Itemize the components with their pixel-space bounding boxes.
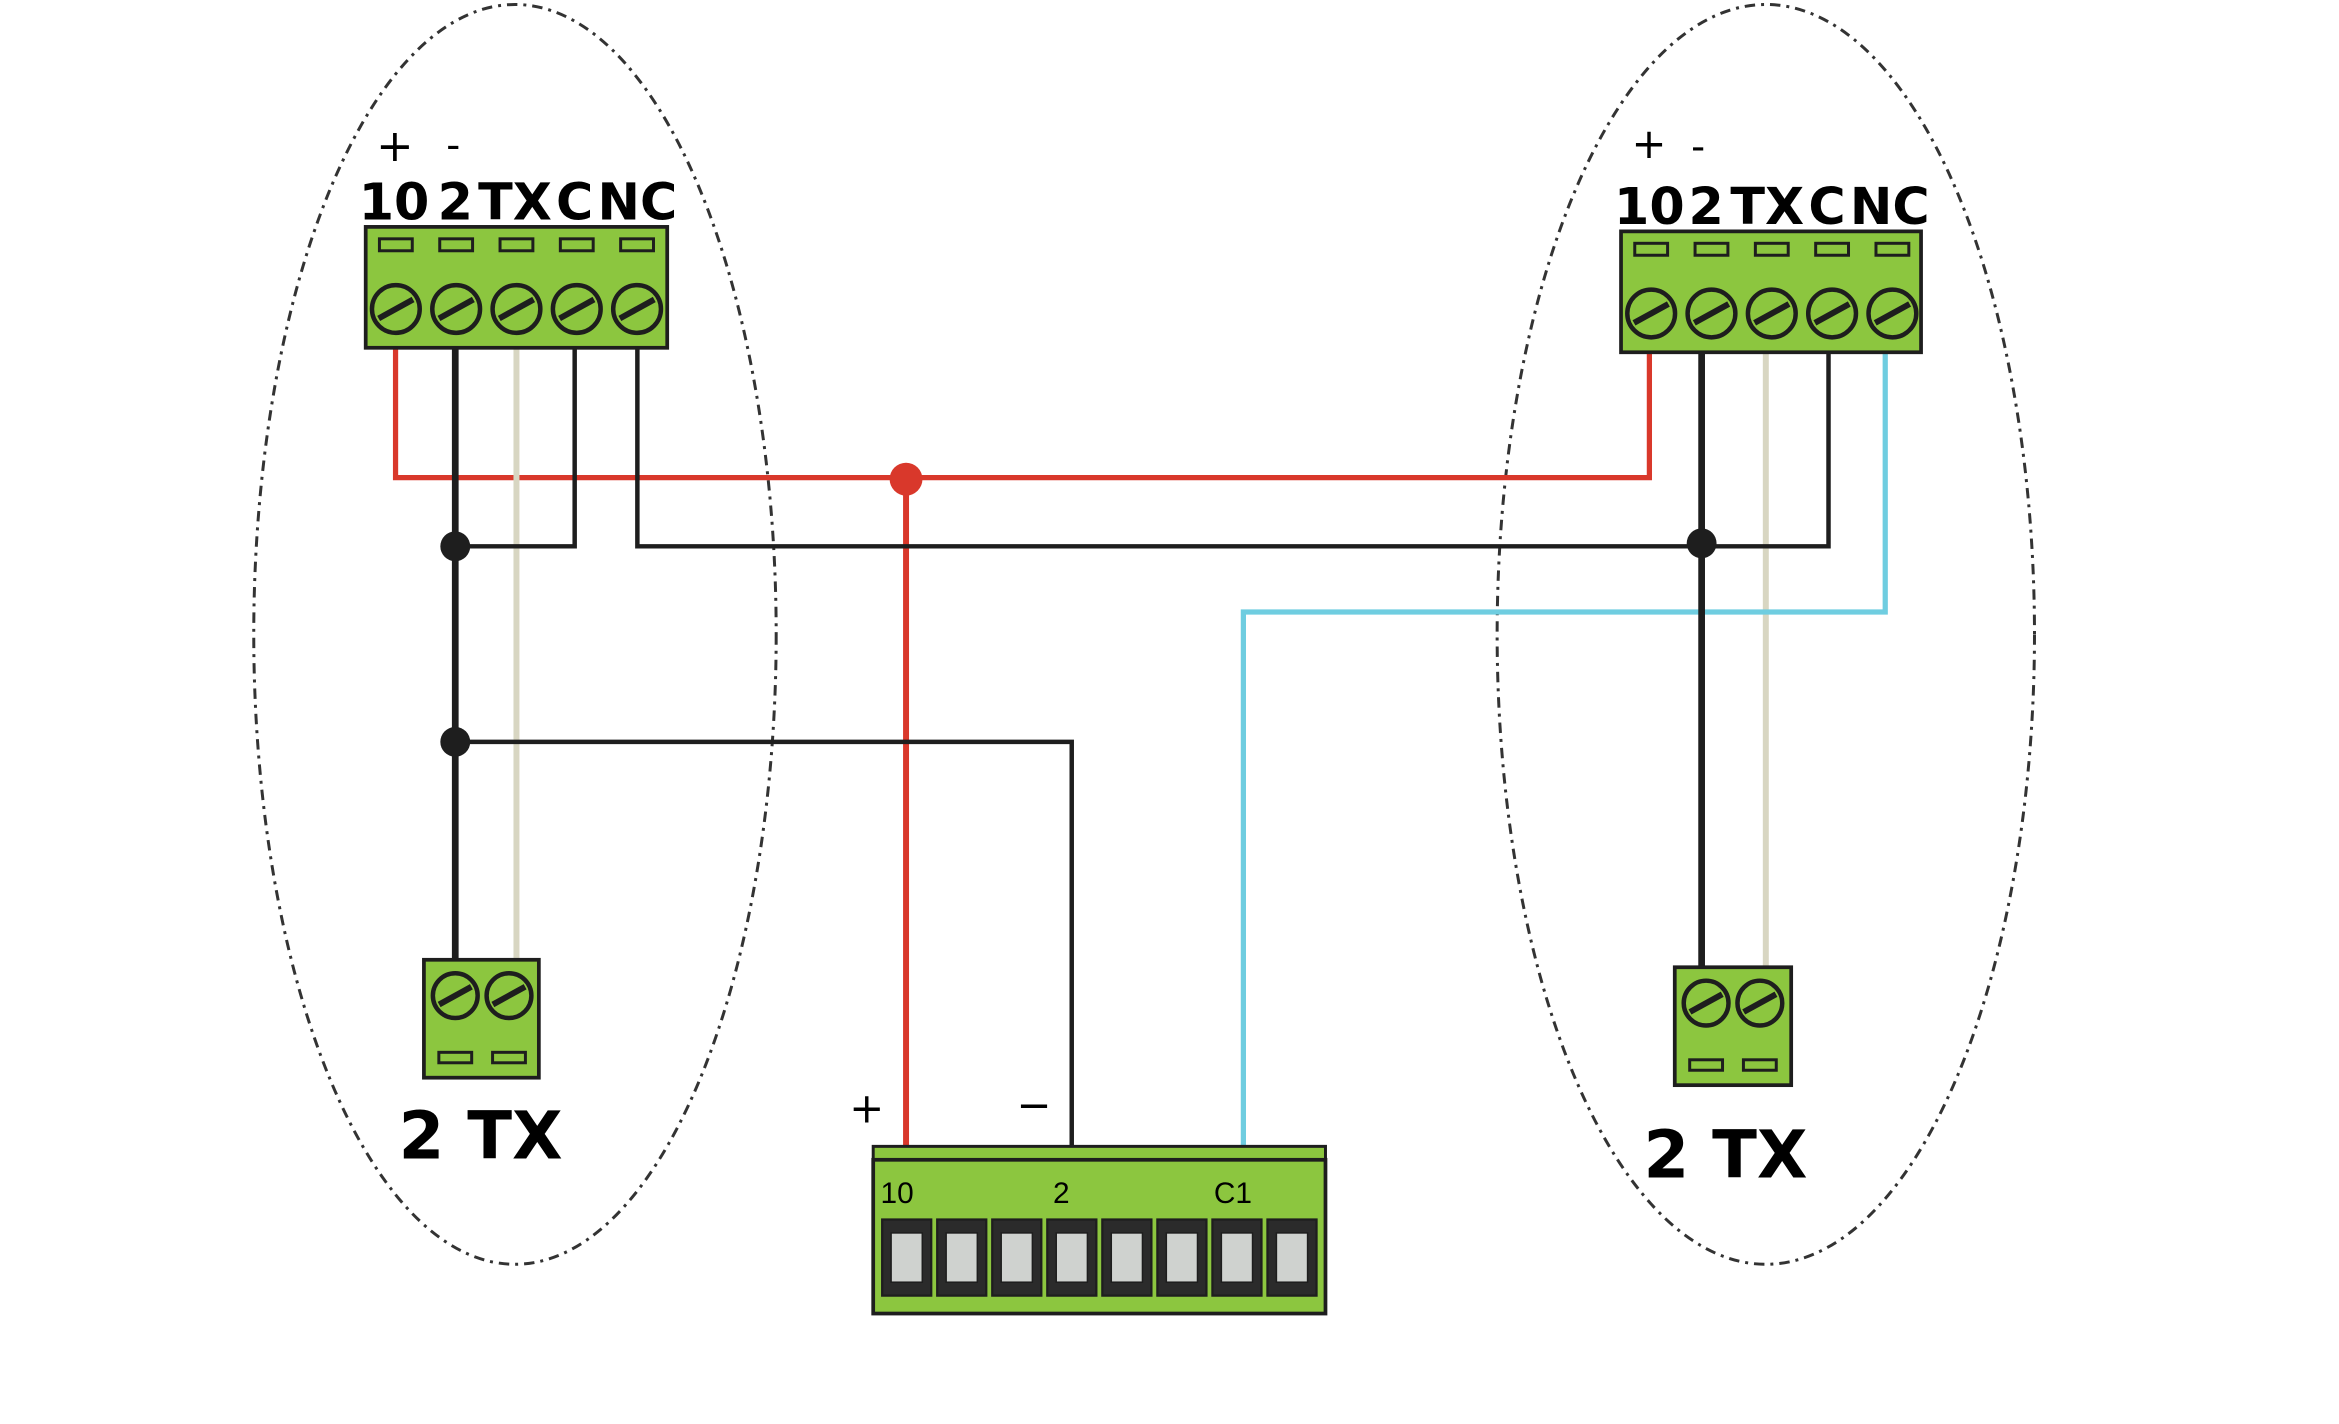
control-board-terminal bbox=[871, 1144, 1328, 1316]
wire-c-left bbox=[455, 346, 577, 549]
board-label-c1: C1 bbox=[1214, 1177, 1252, 1210]
wire-minus-to-board bbox=[455, 739, 1074, 1150]
board-plus-label: + bbox=[849, 1083, 884, 1132]
left-minus-label: - bbox=[446, 123, 460, 168]
tx-slot bbox=[491, 1050, 527, 1065]
wires bbox=[392, 346, 1888, 1150]
tx-screw bbox=[484, 970, 534, 1021]
terminal-screws bbox=[1625, 287, 1919, 340]
board-cell-clamp bbox=[945, 1232, 979, 1283]
board-cell-clamp bbox=[1220, 1232, 1254, 1283]
left-tx-terminal bbox=[422, 957, 541, 1080]
screw bbox=[1625, 287, 1678, 340]
screw-slot bbox=[377, 296, 415, 322]
terminal-slot bbox=[438, 237, 475, 253]
terminal-slots bbox=[1633, 241, 1911, 257]
left-label-tx: TX bbox=[478, 172, 552, 231]
screw bbox=[610, 282, 664, 336]
control-board-labels: + − 10 2 C1 bbox=[849, 1080, 1252, 1210]
tx-screws bbox=[1681, 978, 1785, 1072]
screw-slot bbox=[1632, 301, 1670, 326]
terminal-slot bbox=[1633, 241, 1670, 257]
left-main-labels: + - 10 2 TX C NC bbox=[359, 119, 677, 231]
tx-slot bbox=[1741, 1058, 1778, 1072]
terminal-slot bbox=[498, 237, 535, 253]
board-label-2: 2 bbox=[1053, 1177, 1070, 1210]
screw-slot bbox=[618, 296, 656, 322]
board-cell-clamp bbox=[1110, 1232, 1144, 1283]
board-minus-label: − bbox=[1017, 1080, 1052, 1129]
terminal-slot bbox=[377, 237, 414, 253]
terminal-slot bbox=[1874, 241, 1911, 257]
tx-screw-slot bbox=[491, 984, 527, 1008]
left-label-2: 2 bbox=[438, 172, 473, 231]
tx-screw bbox=[430, 970, 480, 1021]
junction-positive bbox=[889, 462, 923, 496]
tx-screw-slot bbox=[437, 984, 473, 1008]
screw bbox=[1685, 287, 1738, 340]
screw-slot bbox=[1813, 301, 1851, 326]
tx-screw-slot bbox=[1688, 991, 1724, 1015]
screw bbox=[1745, 287, 1798, 340]
screw bbox=[369, 282, 422, 336]
wire-nc-to-c1 bbox=[1240, 350, 1888, 1150]
board-label-10: 10 bbox=[880, 1177, 913, 1210]
tx-screws bbox=[430, 970, 534, 1065]
right-minus-label: - bbox=[1691, 125, 1705, 170]
screw-slot bbox=[437, 296, 475, 322]
left-main-terminal bbox=[363, 225, 670, 350]
terminal-slot bbox=[1693, 241, 1730, 257]
right-main-labels: + - 10 2 TX C NC bbox=[1614, 119, 1929, 236]
right-label-10: 10 bbox=[1614, 177, 1685, 236]
screw bbox=[550, 282, 603, 336]
board-terminal-cells bbox=[881, 1218, 1318, 1297]
terminal-screws bbox=[369, 282, 664, 336]
left-label-10: 10 bbox=[359, 172, 430, 231]
right-plus-label: + bbox=[1631, 119, 1666, 168]
left-label-nc: NC bbox=[598, 172, 678, 231]
board-top-lip bbox=[871, 1144, 1327, 1162]
screw bbox=[490, 282, 543, 336]
board-cell-clamp bbox=[890, 1232, 924, 1283]
right-label-c: C bbox=[1808, 177, 1845, 236]
tx-screw bbox=[1681, 978, 1731, 1028]
junction-left-lower bbox=[440, 726, 471, 757]
wire-nc-left-to-right bbox=[635, 346, 1831, 549]
screw-slot bbox=[1753, 301, 1791, 326]
left-label-c: C bbox=[556, 172, 593, 231]
board-cell-clamp bbox=[1055, 1232, 1089, 1283]
tx-screw bbox=[1735, 978, 1785, 1028]
terminal-slots bbox=[377, 237, 655, 253]
left-tx-label: 2 TX bbox=[399, 1098, 563, 1174]
junction-left-upper bbox=[440, 531, 471, 562]
right-label-tx: TX bbox=[1730, 177, 1804, 236]
right-main-terminal bbox=[1619, 229, 1923, 355]
terminal-slot bbox=[1753, 241, 1790, 257]
right-label-nc: NC bbox=[1850, 177, 1930, 236]
junction-right bbox=[1686, 528, 1717, 559]
right-tx-label: 2 TX bbox=[1644, 1118, 1808, 1194]
terminal-slot bbox=[558, 237, 595, 253]
left-unit-boundary bbox=[252, 2, 778, 1266]
screw bbox=[1805, 287, 1859, 340]
right-label-2: 2 bbox=[1688, 177, 1723, 236]
terminal-slot bbox=[619, 237, 655, 253]
screw-slot bbox=[1692, 301, 1731, 326]
right-tx-terminal bbox=[1672, 965, 1794, 1088]
screw-slot bbox=[558, 296, 596, 322]
screw bbox=[1866, 287, 1919, 340]
board-cell-clamp bbox=[1275, 1232, 1309, 1283]
wire-positive-left bbox=[392, 346, 1653, 481]
tx-slot bbox=[437, 1050, 474, 1065]
left-plus-label: + bbox=[376, 119, 414, 172]
screw-slot bbox=[497, 296, 536, 322]
tx-screw-slot bbox=[1742, 991, 1778, 1015]
board-cell-clamp bbox=[1000, 1232, 1034, 1283]
tx-slot bbox=[1688, 1058, 1725, 1072]
screw bbox=[430, 282, 483, 336]
screw-slot bbox=[1873, 301, 1912, 326]
board-cell-clamp bbox=[1165, 1232, 1199, 1283]
terminal-slot bbox=[1814, 241, 1851, 257]
